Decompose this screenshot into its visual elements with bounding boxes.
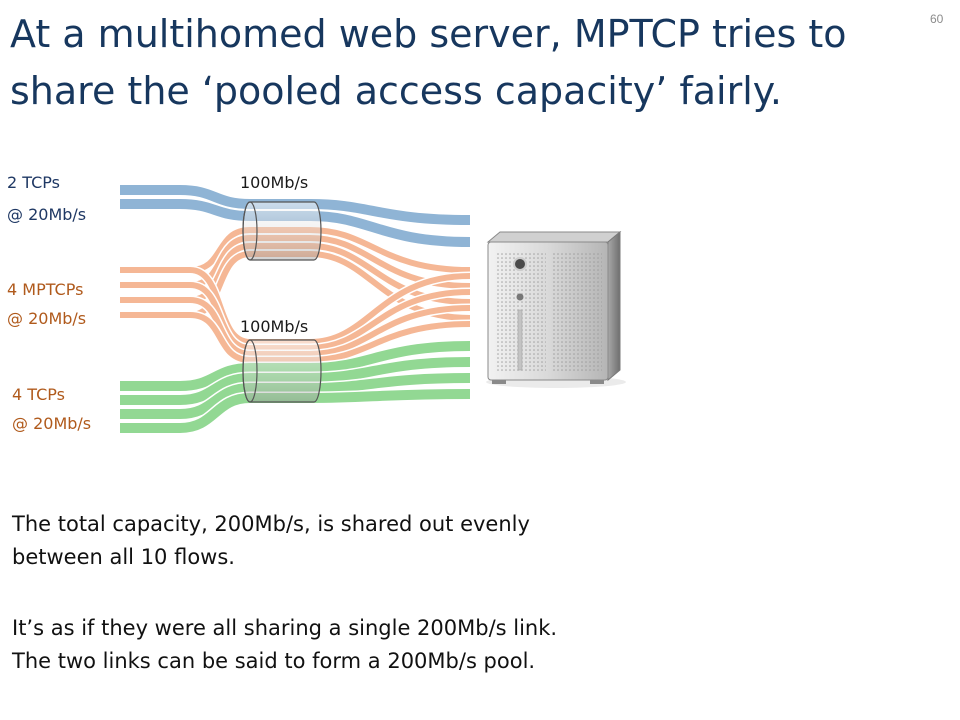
pooled-capacity-diagram: [120, 183, 626, 435]
slide-title: At a multihomed web server, MPTCP tries …: [10, 12, 847, 113]
link-top-capacity-label: 100Mb/s: [240, 173, 309, 192]
mptcp-rate-label: @ 20Mb/s: [7, 309, 87, 328]
tcp-bottom-rate-label: @ 20Mb/s: [12, 414, 92, 433]
link-bottom-capacity-label: 100Mb/s: [240, 317, 309, 336]
body-paragraph-2: It’s as if they were all sharing a singl…: [12, 616, 558, 673]
slide-number: 60: [930, 12, 944, 26]
link-cylinder-bottom: [242, 339, 322, 403]
tcp-bottom-count-label: 4 TCPs: [12, 385, 65, 404]
tcp-top-count-label: 2 TCPs: [7, 173, 60, 192]
body-paragraph-1: The total capacity, 200Mb/s, is shared o…: [12, 512, 530, 569]
server-tower-icon: [486, 230, 626, 388]
link-cylinder-top: [242, 201, 322, 261]
tcp-top-rate-label: @ 20Mb/s: [7, 205, 87, 224]
mptcp-count-label: 4 MPTCPs: [7, 280, 84, 299]
